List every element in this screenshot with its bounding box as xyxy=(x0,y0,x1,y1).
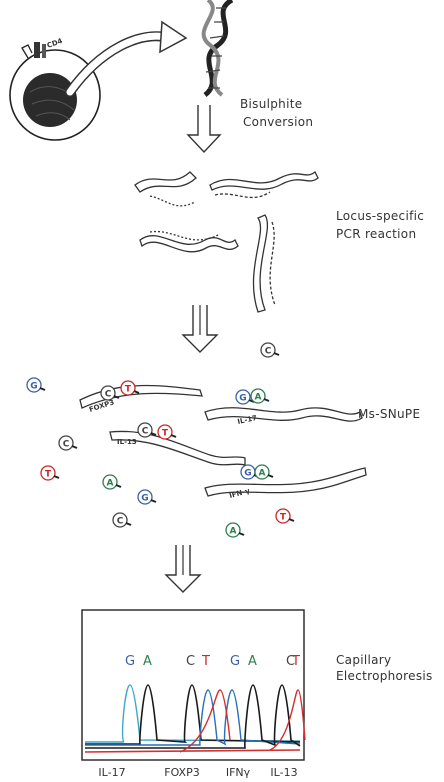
nucleotide-a-label: A xyxy=(107,478,114,488)
nucleotide-c-label: C xyxy=(117,516,124,526)
gene-label: IL-13 xyxy=(270,766,297,779)
nucleotide-c-bubble: C xyxy=(113,513,131,527)
peak-label: C xyxy=(186,654,195,669)
nucleotide-g-label: G xyxy=(239,393,246,403)
nucleotide-t-label: T xyxy=(45,469,52,479)
nucleotide-a-label: A xyxy=(259,468,266,478)
peak-label: G xyxy=(230,654,240,669)
nucleotide-a-bubble: A xyxy=(103,475,121,489)
nucleotide-g-bubble: G xyxy=(27,378,45,392)
bisulphite-step: Bisulphite Conversion xyxy=(240,97,313,129)
peak-label: A xyxy=(143,654,152,669)
nucleotide-c-label: C xyxy=(63,439,70,449)
nucleotide-t-label: T xyxy=(280,512,287,522)
nucleotide-a-bubble: A xyxy=(255,465,273,479)
pcr-step: Locus-specific PCR reaction xyxy=(336,209,424,241)
peak-label: T xyxy=(291,654,300,669)
nucleotide-g-label: G xyxy=(30,381,37,391)
dna-helix-icon xyxy=(204,0,232,95)
nucleotide-a-label: A xyxy=(255,392,262,402)
pcr-label-2: PCR reaction xyxy=(336,227,416,241)
gene-label: FOXP3 xyxy=(164,766,199,779)
nucleotide-g-bubble: G xyxy=(138,490,156,504)
ssdna-ribbons xyxy=(135,172,318,312)
il13-strand-label: IL-13 xyxy=(117,438,137,446)
nucleotide-a-bubble: A xyxy=(226,523,244,537)
nucleotide-g-label: G xyxy=(244,468,251,478)
gene-label: IFNγ xyxy=(226,766,251,779)
cd4-receptor-icon xyxy=(22,42,46,58)
gene-label: IL-17 xyxy=(98,766,125,779)
down-arrow-icon xyxy=(188,105,220,152)
nucleotide-a-label: A xyxy=(230,526,237,536)
down-arrow-icon-2 xyxy=(183,305,217,352)
pcr-label-1: Locus-specific xyxy=(336,209,424,223)
nucleotide-t-label: T xyxy=(125,384,132,394)
electrophoresis-label-1: Capillary xyxy=(336,653,391,667)
snupe-label: Ms-SNuPE xyxy=(358,407,420,421)
nucleotide-c-label: C xyxy=(142,426,149,436)
nucleotide-t-bubble: T xyxy=(158,425,176,439)
peak-label: G xyxy=(125,654,135,669)
nucleotide-c-label: C xyxy=(265,346,272,356)
nucleotide-a-bubble: A xyxy=(251,389,269,403)
electrophoresis-step: Capillary Electrophoresis xyxy=(336,653,433,683)
down-arrow-icon-3 xyxy=(166,545,200,592)
nucleotide-t-bubble: T xyxy=(276,509,294,523)
peak-label: A xyxy=(248,654,257,669)
electrophoresis-label-2: Electrophoresis xyxy=(336,669,433,683)
nucleotide-c-bubble: C xyxy=(138,423,156,437)
cd4-cell: CD4 xyxy=(10,37,100,140)
peak-label: T xyxy=(201,654,210,669)
nucleotide-c-bubble: C xyxy=(59,436,77,450)
nucleotide-t-bubble: T xyxy=(41,466,59,480)
cd4-label: CD4 xyxy=(46,37,64,50)
bisulphite-label-1: Bisulphite xyxy=(240,97,302,111)
nucleotide-c-bubble: C xyxy=(261,343,279,357)
gene-labels: IL-17 FOXP3 IFNγ IL-13 xyxy=(98,766,297,779)
bisulphite-label-2: Conversion xyxy=(243,115,313,129)
nucleotide-c-label: C xyxy=(105,389,112,399)
nucleotide-t-label: T xyxy=(162,428,169,438)
nucleotide-g-label: G xyxy=(141,493,148,503)
